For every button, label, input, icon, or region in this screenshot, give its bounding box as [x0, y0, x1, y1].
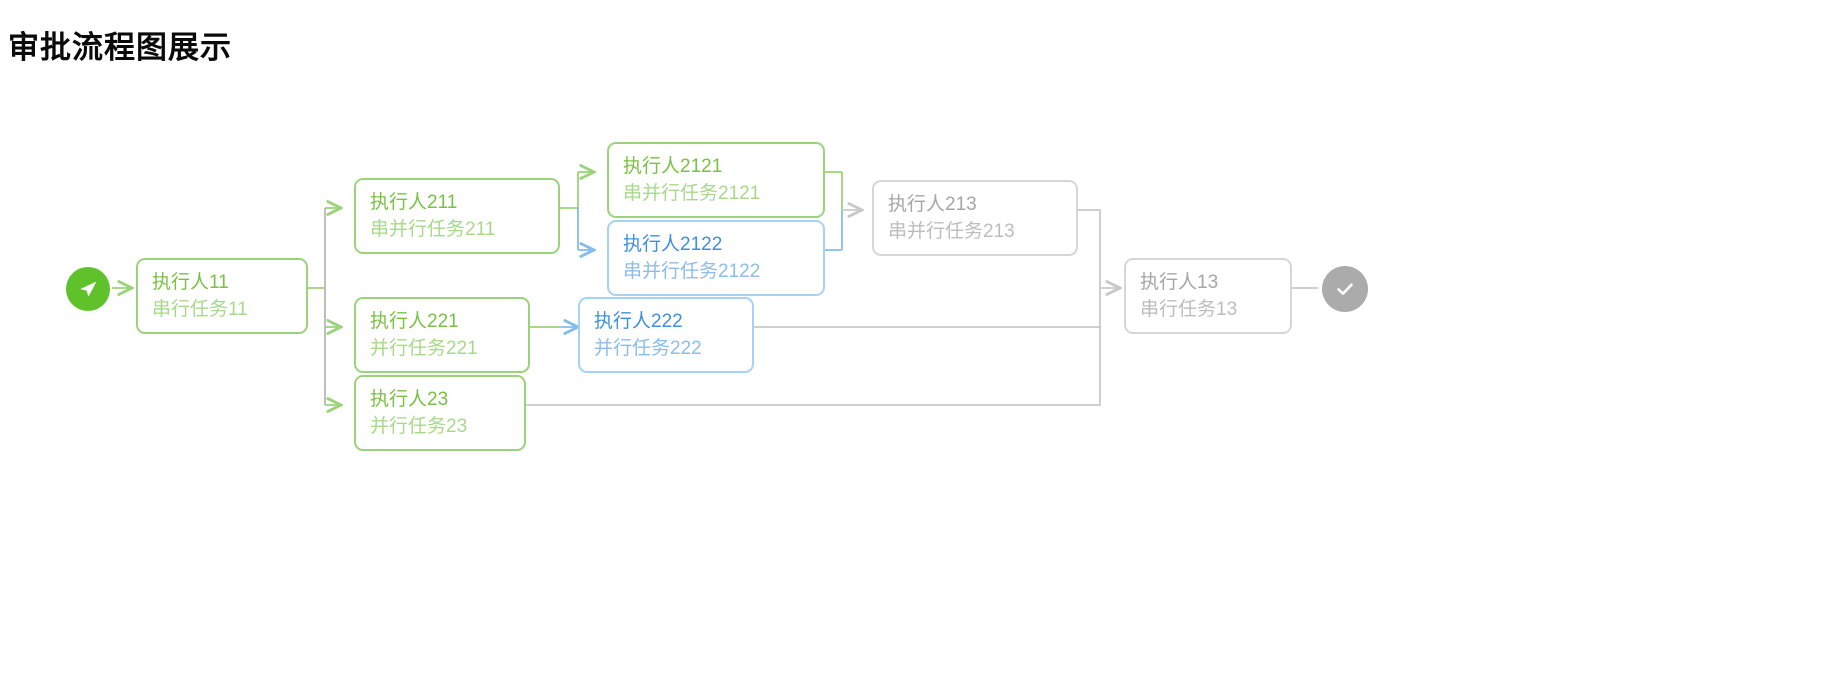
node-n211[interactable]: 执行人211 串并行任务211	[354, 178, 560, 254]
node-task: 串并行任务2122	[623, 261, 761, 282]
node-assignee: 执行人23	[370, 389, 449, 410]
node-n13[interactable]: 执行人13 串行任务13	[1124, 258, 1292, 334]
node-assignee: 执行人213	[888, 194, 977, 215]
node-n23[interactable]: 执行人23 并行任务23	[354, 375, 526, 451]
node-assignee: 执行人221	[370, 311, 459, 332]
node-n221[interactable]: 执行人221 并行任务221	[354, 297, 530, 373]
node-task: 并行任务23	[370, 416, 468, 437]
node-task: 并行任务222	[594, 338, 702, 359]
node-assignee: 执行人11	[152, 272, 229, 293]
node-n2122[interactable]: 执行人2122 串并行任务2122	[607, 220, 825, 296]
node-task: 串行任务13	[1140, 299, 1238, 320]
node-task: 串行任务11	[152, 299, 248, 320]
node-assignee: 执行人2122	[623, 234, 723, 255]
node-task: 并行任务221	[370, 338, 478, 359]
paper-plane-icon	[80, 281, 97, 297]
check-circle-icon	[1337, 283, 1353, 295]
node-assignee: 执行人222	[594, 311, 683, 332]
edge-n213-to-n13	[1077, 209, 1120, 288]
node-assignee: 执行人211	[370, 192, 458, 213]
page-title: 审批流程图展示	[8, 30, 232, 65]
node-n2121[interactable]: 执行人2121 串并行任务2121	[607, 142, 825, 218]
node-task: 串并行任务211	[370, 219, 496, 240]
node-assignee: 执行人2121	[623, 156, 723, 177]
node-n11[interactable]: 执行人11 串行任务11	[136, 258, 308, 334]
node-n222[interactable]: 执行人222 并行任务222	[578, 297, 754, 373]
start-node[interactable]	[66, 267, 110, 311]
end-node[interactable]	[1322, 266, 1368, 312]
node-task: 串并行任务2121	[623, 183, 761, 204]
node-n213[interactable]: 执行人213 串并行任务213	[872, 180, 1078, 256]
node-assignee: 执行人13	[1140, 272, 1219, 293]
node-task: 串并行任务213	[888, 221, 1015, 242]
